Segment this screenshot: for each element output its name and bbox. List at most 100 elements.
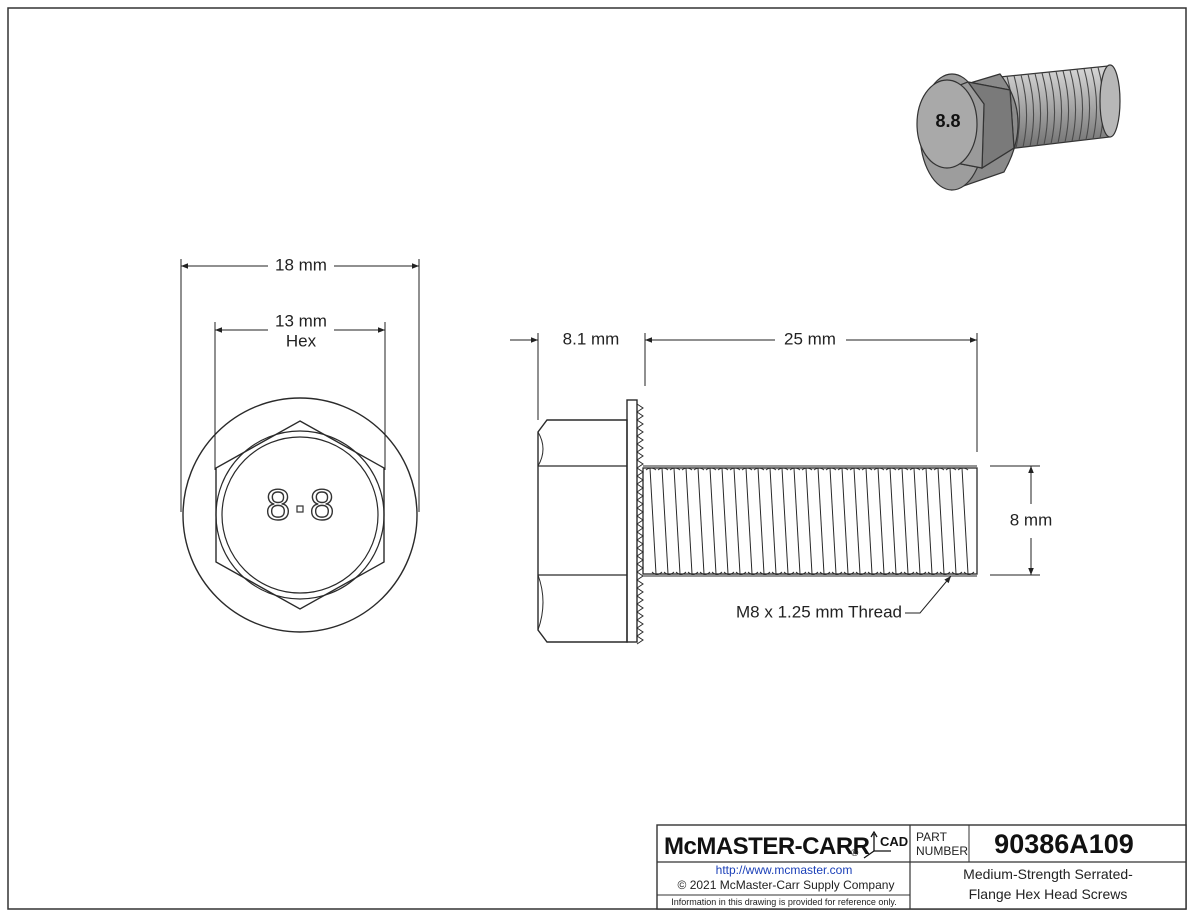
thread-crest-bottom	[891, 571, 903, 575]
thread-crest-line	[769, 467, 777, 575]
iso-thread-line	[1013, 75, 1021, 149]
part-number: 90386A109	[994, 829, 1134, 859]
cad-icon	[863, 830, 891, 859]
serration-tooth	[636, 539, 644, 549]
thread-crest-top	[753, 467, 765, 471]
thread-crest-top	[909, 467, 921, 471]
thread-crest-top	[789, 467, 801, 471]
serration-tooth	[636, 595, 644, 605]
thread-crest-bottom	[687, 571, 699, 575]
thread-crest-bottom	[903, 571, 915, 575]
serration-tooth	[636, 627, 644, 637]
thread-crest-line	[901, 467, 909, 575]
thread-crest-bottom	[831, 571, 843, 575]
side-view	[537, 399, 978, 645]
thread-crest-bottom	[843, 571, 855, 575]
thread-crest-line	[793, 467, 801, 575]
title-block: McMASTER-CARR ® CAD PART NUMBER 90386A10…	[656, 824, 1187, 910]
flange-diameter-label: 18 mm	[275, 255, 327, 274]
thread-crest-line	[781, 467, 789, 575]
thread-crest-top	[657, 467, 669, 471]
serration-tooth	[636, 451, 644, 461]
thread-diameter-label: 8 mm	[1010, 510, 1053, 529]
thread-crest-top	[897, 467, 909, 471]
thread-crest-top	[777, 467, 789, 471]
disclaimer-text: Information in this drawing is provided …	[671, 897, 896, 907]
thread-crest-bottom	[663, 571, 675, 575]
thread-crest-bottom	[819, 571, 831, 575]
serration-tooth	[636, 563, 644, 573]
serration-tooth	[636, 435, 644, 445]
head-marking-left-digit: 8	[266, 481, 290, 530]
thread-crest-line	[757, 467, 765, 575]
thread-crest-line	[937, 467, 945, 575]
thread-crest-bottom	[915, 571, 927, 575]
thread-crest-bottom	[711, 571, 723, 575]
thread-crest-line	[733, 467, 741, 575]
flange-circle	[182, 397, 418, 633]
thread-crest-top	[801, 467, 813, 471]
thread-crest-bottom	[675, 571, 687, 575]
thread-crest-top	[681, 467, 693, 471]
thread-spec-label: M8 x 1.25 mm Thread	[736, 602, 902, 621]
thread-callout-leader	[905, 575, 952, 614]
iso-thread-line	[1076, 69, 1084, 141]
serration-tooth	[636, 579, 644, 589]
thread-crest-bottom	[963, 571, 975, 575]
length-label: 25 mm	[784, 329, 836, 348]
thread-crest-bottom	[939, 571, 951, 575]
thread-crest-line	[649, 467, 657, 575]
isometric-view: 8.8	[916, 64, 1121, 191]
thread-crest-bottom	[951, 571, 963, 575]
thread-crest-top	[741, 467, 753, 471]
thread-crest-line	[709, 467, 717, 575]
thread-crest-bottom	[807, 571, 819, 575]
hex-width-label: 13 mm	[275, 311, 327, 330]
serration-tooth	[636, 547, 644, 557]
serration-tooth	[636, 443, 644, 453]
serration-tooth	[636, 467, 644, 477]
thread-crest-bottom	[783, 571, 795, 575]
iso-thread-line	[1041, 72, 1049, 145]
thread-crest-bottom	[795, 571, 807, 575]
thread-crest-line	[685, 467, 693, 575]
thread-crest-line	[853, 467, 861, 575]
thread-crest-bottom	[867, 571, 879, 575]
description-line1: Medium-Strength Serrated-	[963, 866, 1133, 882]
iso-thread-line	[1055, 71, 1063, 144]
thread-crest-bottom	[651, 571, 663, 575]
thread-crest-top	[729, 467, 741, 471]
serration-tooth	[636, 491, 644, 501]
serration-tooth	[636, 483, 644, 493]
thread-crest-top	[921, 467, 933, 471]
serration-tooth	[636, 403, 644, 413]
iso-head-marking: 8.8	[935, 111, 960, 131]
thread-crest-top	[705, 467, 717, 471]
end-view-dimensions: 18 mm 13 mm Hex	[180, 255, 420, 512]
iso-thread-line	[1062, 70, 1070, 143]
serration-tooth	[636, 507, 644, 517]
side-flange	[626, 399, 638, 643]
thread-crest-top	[873, 467, 885, 471]
thread-crest-line	[805, 467, 813, 575]
serration-tooth	[636, 411, 644, 421]
serration-tooth	[636, 475, 644, 485]
serration-tooth	[636, 603, 644, 613]
thread-crest-top	[645, 467, 657, 471]
serration-tooth	[636, 515, 644, 525]
thread-crest-line	[817, 467, 825, 575]
thread-crest-bottom	[879, 571, 891, 575]
iso-thread-line	[1048, 71, 1056, 145]
thread-crest-line	[877, 467, 885, 575]
serration-tooth	[636, 427, 644, 437]
thread-crest-top	[861, 467, 873, 471]
part-label-line2: NUMBER	[916, 844, 968, 858]
serration-tooth	[636, 571, 644, 581]
thread-crest-line	[889, 467, 897, 575]
side-hex-head	[537, 419, 628, 643]
hex-outline	[215, 420, 385, 610]
thread-crest-line	[697, 467, 705, 575]
head-height-label: 8.1 mm	[563, 329, 620, 348]
company-logo: McMASTER-CARR	[664, 833, 870, 860]
website-link[interactable]: http://www.mcmaster.com	[716, 863, 853, 877]
